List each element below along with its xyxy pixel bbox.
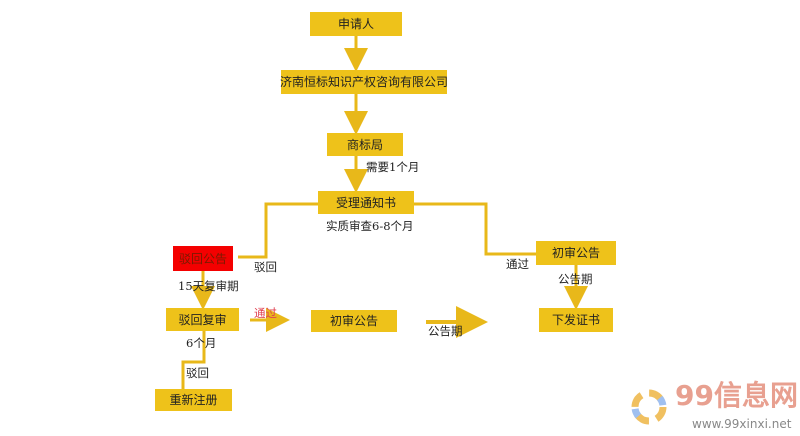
node-reregister: 重新注册 — [155, 389, 232, 411]
label-exam: 实质审查6-8个月 — [326, 219, 414, 233]
node-office: 商标局 — [327, 133, 403, 156]
node-prelim-right: 初审公告 — [536, 241, 616, 265]
flower-icon — [631, 389, 667, 425]
node-notice: 受理通知书 — [318, 191, 414, 214]
node-prelim-mid: 初审公告 — [311, 310, 397, 332]
watermark-url: www.99xinxi.net — [692, 417, 792, 431]
label-announce2: 公告期 — [558, 272, 593, 286]
label-reject1: 驳回 — [254, 260, 277, 274]
node-rejection: 驳回公告 — [173, 246, 233, 271]
node-review: 驳回复审 — [166, 308, 239, 331]
label-pass2: 通过 — [254, 306, 277, 320]
watermark-brand: 99信息网 — [675, 379, 798, 412]
node-applicant: 申请人 — [310, 12, 402, 36]
node-agency: 济南恒标知识产权咨询有限公司 — [280, 70, 448, 94]
label-announce1: 公告期 — [428, 324, 463, 338]
label-six-months: 6个月 — [186, 336, 217, 350]
label-reject2: 驳回 — [186, 366, 209, 380]
node-certificate: 下发证书 — [539, 308, 613, 332]
watermark-logo: 99信息网 www.99xinxi.net — [620, 379, 798, 432]
label-pass1: 通过 — [506, 257, 529, 271]
label-one-month: 需要1个月 — [366, 160, 420, 174]
label-review-period: 15天复审期 — [178, 279, 239, 293]
